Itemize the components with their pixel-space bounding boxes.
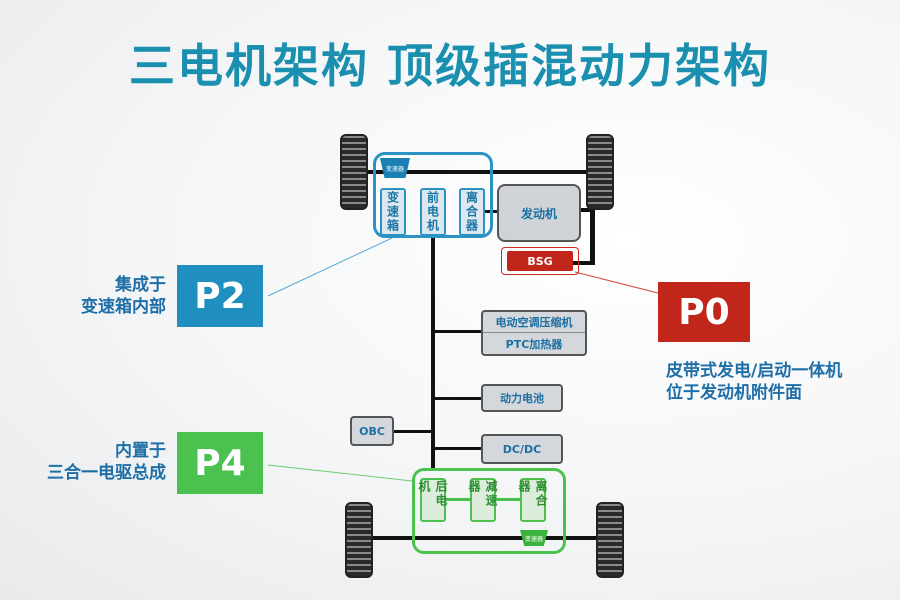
page-title: 三电机架构 顶级插混动力架构 bbox=[128, 39, 771, 93]
dcdc-branch bbox=[433, 447, 483, 450]
rear-link-1 bbox=[446, 498, 470, 501]
front-transmission-box: 变速箱 bbox=[380, 188, 406, 236]
rear-clutch-box: 离合器 bbox=[517, 478, 548, 522]
obc-box: OBC bbox=[350, 416, 394, 446]
bsg-belt-line-h bbox=[578, 208, 594, 212]
front-motor-box: 前电机 bbox=[420, 188, 446, 236]
battery-branch bbox=[433, 397, 483, 400]
front-left-wheel bbox=[340, 134, 368, 210]
p4-description: 内置于 三合一电驱总成 bbox=[10, 440, 166, 484]
p0-description: 皮带式发电/启动一体机 位于发动机附件面 bbox=[666, 360, 896, 404]
p2-desc-line1: 集成于 bbox=[115, 275, 166, 295]
p0-desc-line2: 位于发动机附件面 bbox=[666, 383, 802, 403]
front-gearbox-icon: 变速器 bbox=[380, 158, 410, 178]
p4-tag: P4 bbox=[177, 432, 263, 494]
ac-ptc-divider bbox=[483, 332, 585, 333]
dcdc-box: DC/DC bbox=[481, 434, 563, 464]
p4-desc-line2: 三合一电驱总成 bbox=[47, 463, 166, 483]
p0-tag: P0 bbox=[658, 282, 750, 342]
front-right-wheel bbox=[586, 134, 614, 210]
bsg-box: BSG bbox=[507, 251, 573, 271]
rear-drive-module bbox=[412, 468, 566, 554]
ac-branch bbox=[433, 330, 483, 333]
front-drive-module bbox=[373, 152, 493, 238]
bsg-belt-line bbox=[590, 208, 595, 264]
p2-desc-line2: 变速箱内部 bbox=[81, 297, 166, 317]
engine-box: 发动机 bbox=[497, 184, 581, 242]
battery-box: 动力电池 bbox=[481, 384, 563, 412]
p4-leader-line bbox=[267, 464, 413, 482]
bsg-highlight-frame bbox=[501, 247, 579, 275]
p0-desc-line1: 皮带式发电/启动一体机 bbox=[666, 361, 843, 381]
rear-gearbox-icon: 变速器 bbox=[520, 530, 548, 546]
obc-branch bbox=[393, 430, 433, 433]
rear-axle bbox=[360, 536, 610, 540]
p2-tag: P2 bbox=[177, 265, 263, 327]
rear-reducer-box: 减速器 bbox=[467, 478, 498, 522]
front-axle bbox=[360, 170, 600, 174]
bsg-belt-line-h2 bbox=[573, 261, 595, 265]
p0-leader-line bbox=[574, 271, 659, 294]
main-bus-line bbox=[431, 238, 435, 470]
ac-ptc-box: 电动空调压缩机 PTC加热器 bbox=[481, 310, 587, 356]
front-clutch-box: 离合器 bbox=[459, 188, 485, 236]
ac-compressor-label: 电动空调压缩机 bbox=[495, 316, 573, 329]
p2-description: 集成于 变速箱内部 bbox=[40, 274, 166, 318]
rear-motor-box: 后电机 bbox=[417, 478, 448, 522]
ptc-heater-label: PTC加热器 bbox=[505, 338, 563, 351]
rear-link-2 bbox=[496, 498, 520, 501]
rear-right-wheel bbox=[596, 502, 624, 578]
p4-desc-line1: 内置于 bbox=[115, 441, 166, 461]
rear-left-wheel bbox=[345, 502, 373, 578]
p2-leader-line bbox=[267, 237, 393, 297]
